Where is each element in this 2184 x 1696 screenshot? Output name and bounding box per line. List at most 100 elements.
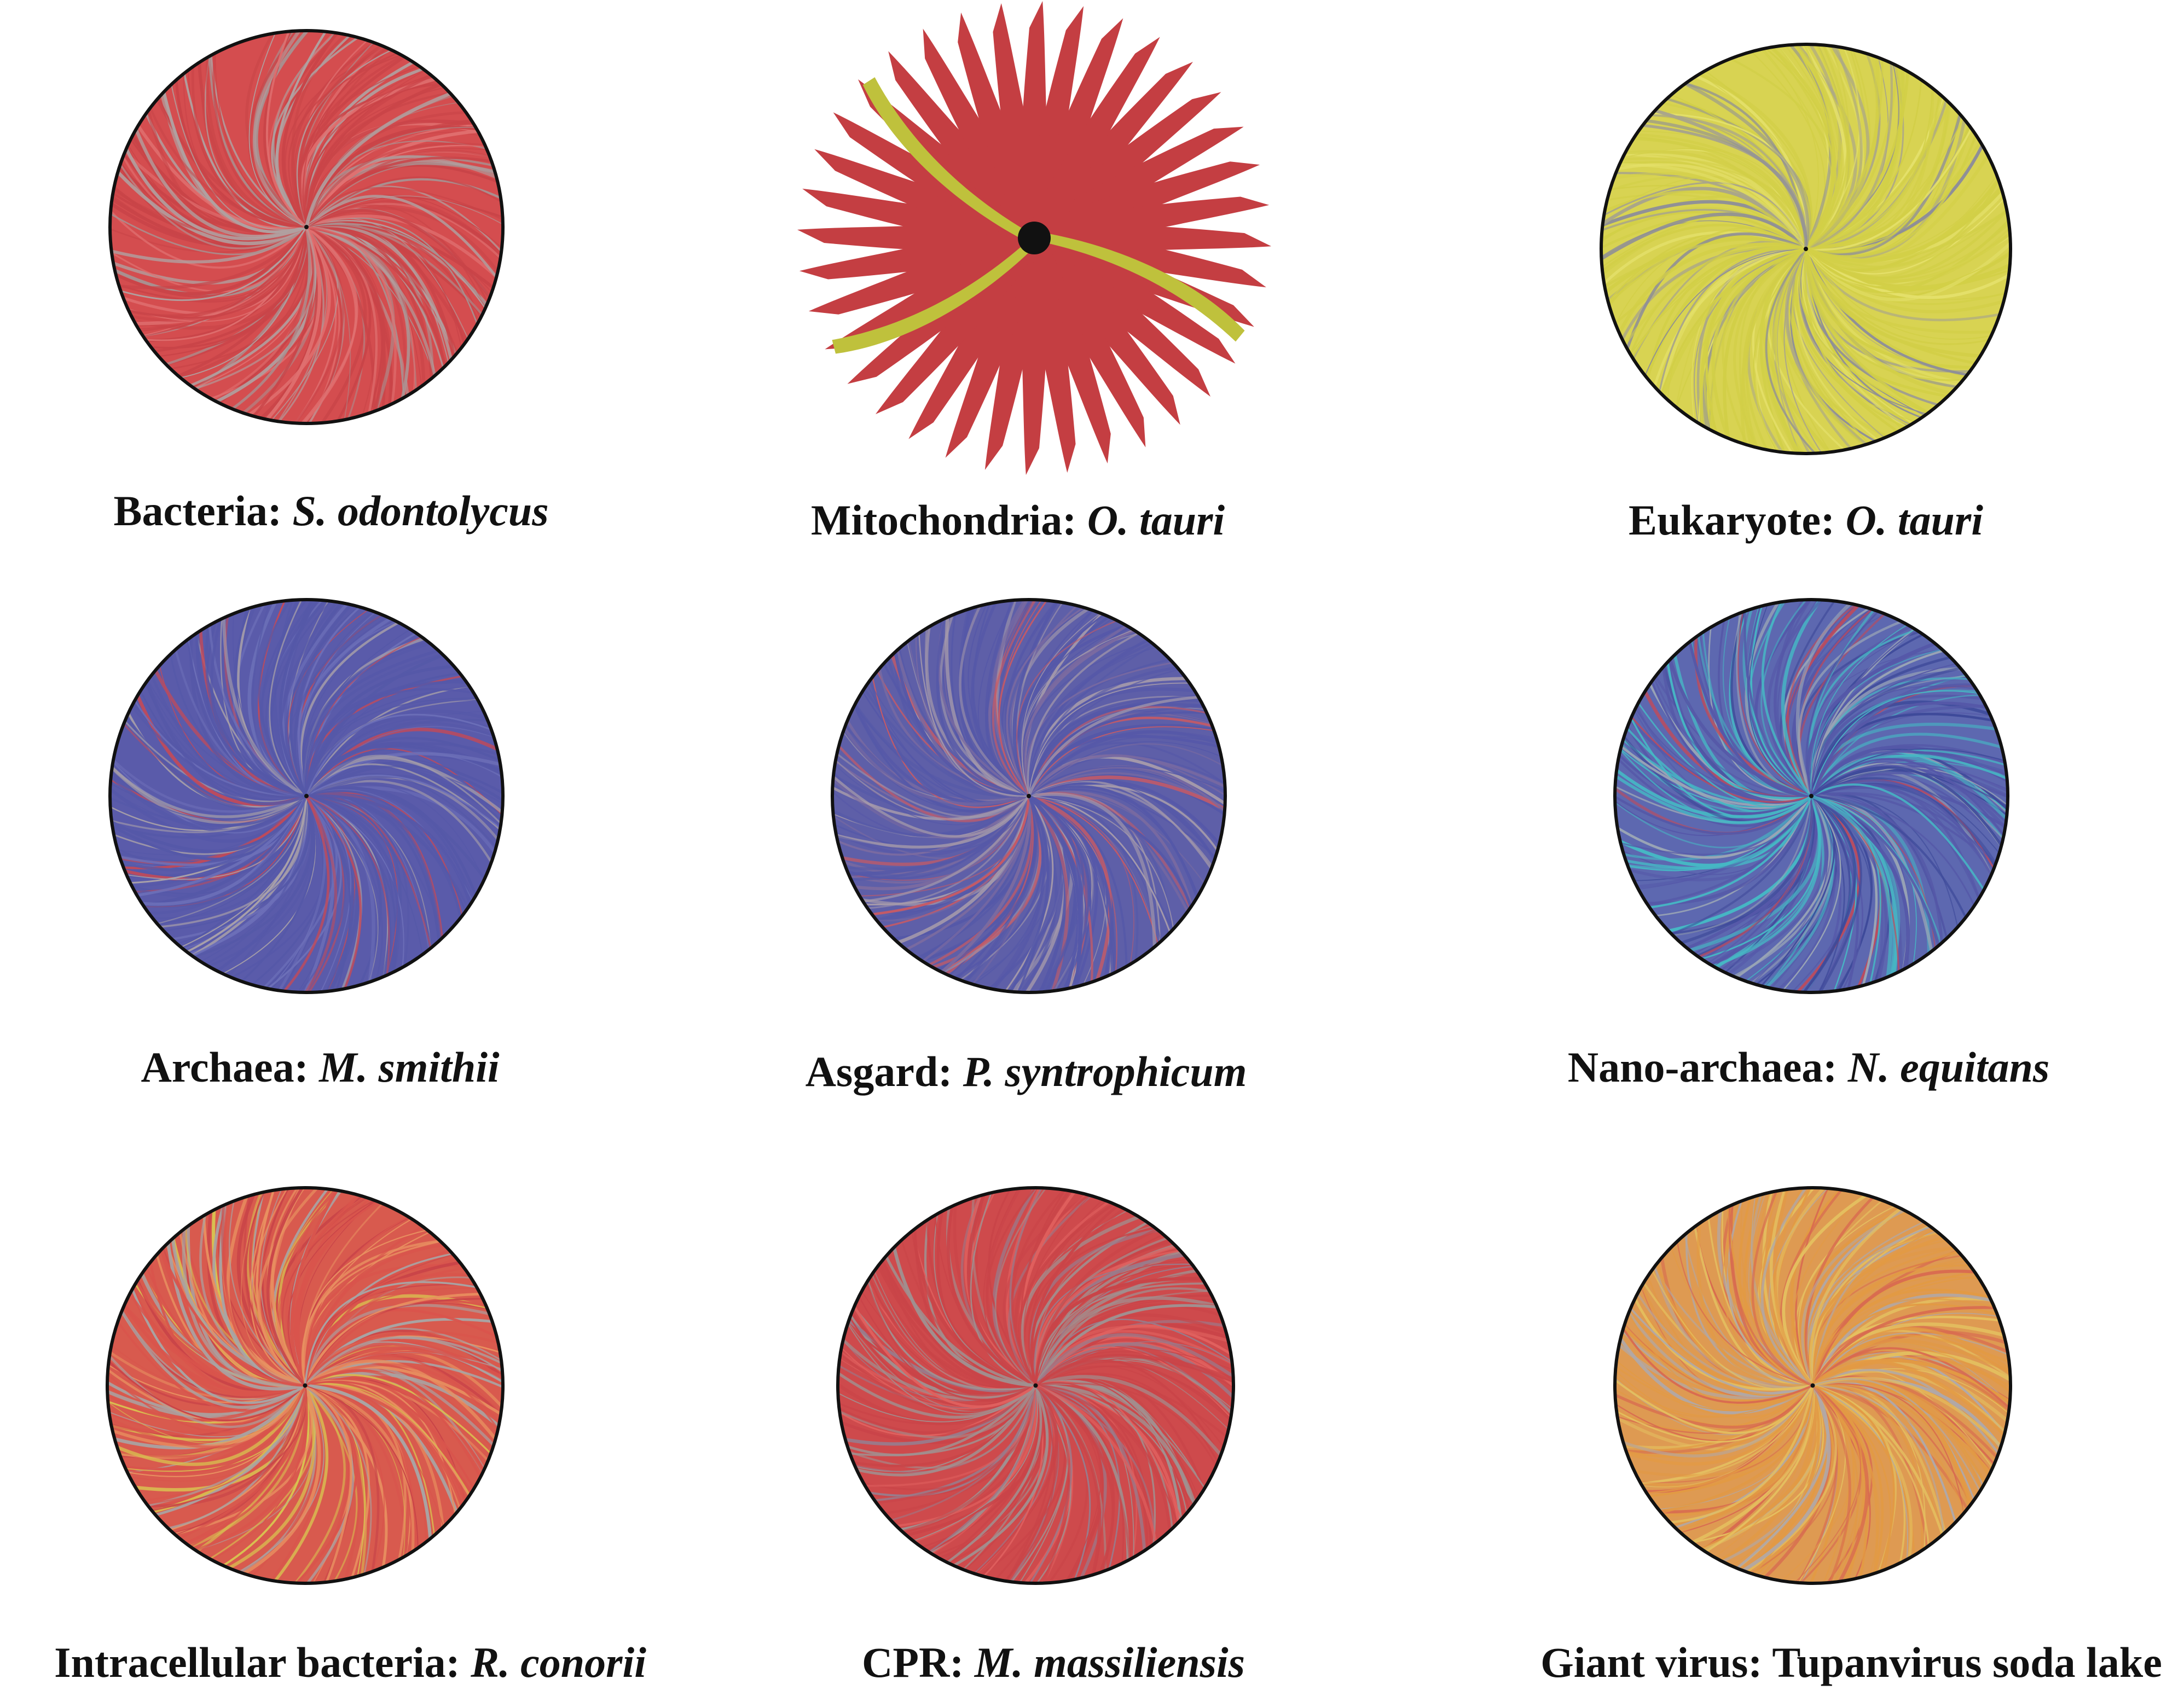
swirl-strand xyxy=(918,622,1029,797)
swirl-strand xyxy=(1035,1360,1233,1429)
swirl-strand xyxy=(110,207,307,255)
swirl-strand xyxy=(144,1385,306,1519)
petal xyxy=(814,149,1019,244)
swirl-strand xyxy=(1727,1385,1829,1577)
swirl-strand xyxy=(1766,600,1832,798)
swirl-strand xyxy=(1765,248,1826,454)
swirl-strand xyxy=(864,795,1030,922)
swirl-strand xyxy=(305,688,487,797)
swirl-strand xyxy=(306,795,390,987)
swirl-strand xyxy=(304,1384,415,1564)
swirl-strand xyxy=(306,795,351,992)
swirl-strand xyxy=(306,795,404,980)
swirl-strand xyxy=(281,31,345,228)
swirl-strand xyxy=(110,226,308,301)
swirl-strand xyxy=(1812,1383,1966,1526)
center-dot xyxy=(304,794,309,798)
swirl-strand xyxy=(1649,667,1812,797)
swirl-strand xyxy=(972,600,1029,797)
swirl-strand xyxy=(838,1384,1037,1456)
swirl-strand xyxy=(1781,600,1829,797)
swirl-strand xyxy=(1805,123,1982,258)
swirl-strand xyxy=(1028,788,1203,908)
swirl-strand xyxy=(231,1385,321,1582)
swirl-strand xyxy=(1774,795,1841,992)
swirl-strand xyxy=(301,1238,453,1386)
swirl-strand xyxy=(183,61,307,228)
swirl-strand xyxy=(1753,44,1833,249)
swirl-strand xyxy=(1656,248,1806,404)
swirl-strand xyxy=(142,670,307,797)
swirl-strand xyxy=(1812,1384,1895,1583)
swirl-strand xyxy=(306,795,435,959)
caption-domain-label: CPR: xyxy=(862,1639,964,1686)
swirl-strand xyxy=(1812,1378,1986,1502)
swirl-strand xyxy=(1805,102,1965,256)
swirl-strand xyxy=(304,1385,358,1583)
swirl-strand xyxy=(115,226,307,322)
swirl-strand xyxy=(1616,795,1813,871)
swirl-strand xyxy=(1810,795,1862,992)
swirl-strand xyxy=(1804,248,1992,359)
swirl-strand xyxy=(1795,795,1857,992)
swirl-strand xyxy=(1007,1188,1101,1386)
swirl-strand xyxy=(182,1216,305,1387)
swirl-strand xyxy=(1785,248,1877,454)
panel-cpr-disk xyxy=(836,1186,1235,1585)
swirl-strand xyxy=(245,1188,306,1386)
swirl-strand xyxy=(275,795,330,992)
swirl-strand xyxy=(1621,1302,1814,1407)
swirl-strand xyxy=(1016,615,1130,797)
swirl-strand xyxy=(1805,167,2006,268)
swirl-strand xyxy=(1805,248,2004,340)
caption-domain-label: Bacteria: xyxy=(113,487,282,535)
swirl-strand xyxy=(306,226,383,423)
swirl-strand xyxy=(1035,1384,1147,1563)
swirl-strand xyxy=(258,226,322,423)
swirl-strand xyxy=(838,1365,1037,1419)
swirl-strand xyxy=(254,795,338,992)
swirl-strand xyxy=(269,600,308,797)
swirl-strand xyxy=(1811,1341,2011,1401)
swirl-strand xyxy=(1698,795,1812,970)
swirl-strand xyxy=(215,42,307,228)
swirl-strand xyxy=(984,795,1045,992)
swirl-strand xyxy=(1020,1211,1151,1386)
swirl-strand xyxy=(1028,794,1088,992)
swirl-strand xyxy=(223,1192,305,1387)
swirl-strand xyxy=(1810,618,1917,797)
swirl-strand xyxy=(305,1383,476,1505)
caption-species: M. smithii xyxy=(319,1043,500,1091)
swirl-strand xyxy=(842,1306,1036,1407)
swirl-strand xyxy=(304,1281,490,1386)
swirl-strand xyxy=(290,1188,344,1386)
swirl-strand xyxy=(1035,1319,1233,1386)
swirl-strand xyxy=(210,607,307,798)
swirl-strand xyxy=(1811,770,2008,814)
swirl-strand xyxy=(305,1384,467,1518)
swirl-strand xyxy=(1799,248,1939,419)
swirl-strands xyxy=(107,1188,503,1583)
disk-outline xyxy=(1613,598,2009,994)
swirl-strand xyxy=(248,31,307,228)
swirl-strand xyxy=(965,1384,1058,1583)
swirl-strand xyxy=(1035,1375,1230,1466)
swirl-strand xyxy=(1035,1384,1132,1571)
swirl-strand xyxy=(305,176,503,228)
swirl-strand xyxy=(1028,795,1128,978)
petal xyxy=(1048,230,1266,288)
swirl-strand xyxy=(296,1193,389,1386)
swirl-strand xyxy=(1028,1224,1168,1386)
swirl-strand xyxy=(838,1385,1036,1437)
swirl-strand xyxy=(306,794,465,931)
swirl-strand xyxy=(1805,218,2011,286)
swirl-strand xyxy=(1797,248,1929,426)
swirl-strand xyxy=(1764,44,1837,250)
swirl-strand xyxy=(110,201,308,269)
swirl-strand xyxy=(1023,1188,1099,1386)
swirl-strand xyxy=(994,1385,1056,1583)
swirl-strand xyxy=(1609,148,1806,249)
swirl-strand xyxy=(937,1385,1042,1570)
swirl-strand xyxy=(1805,248,2011,291)
